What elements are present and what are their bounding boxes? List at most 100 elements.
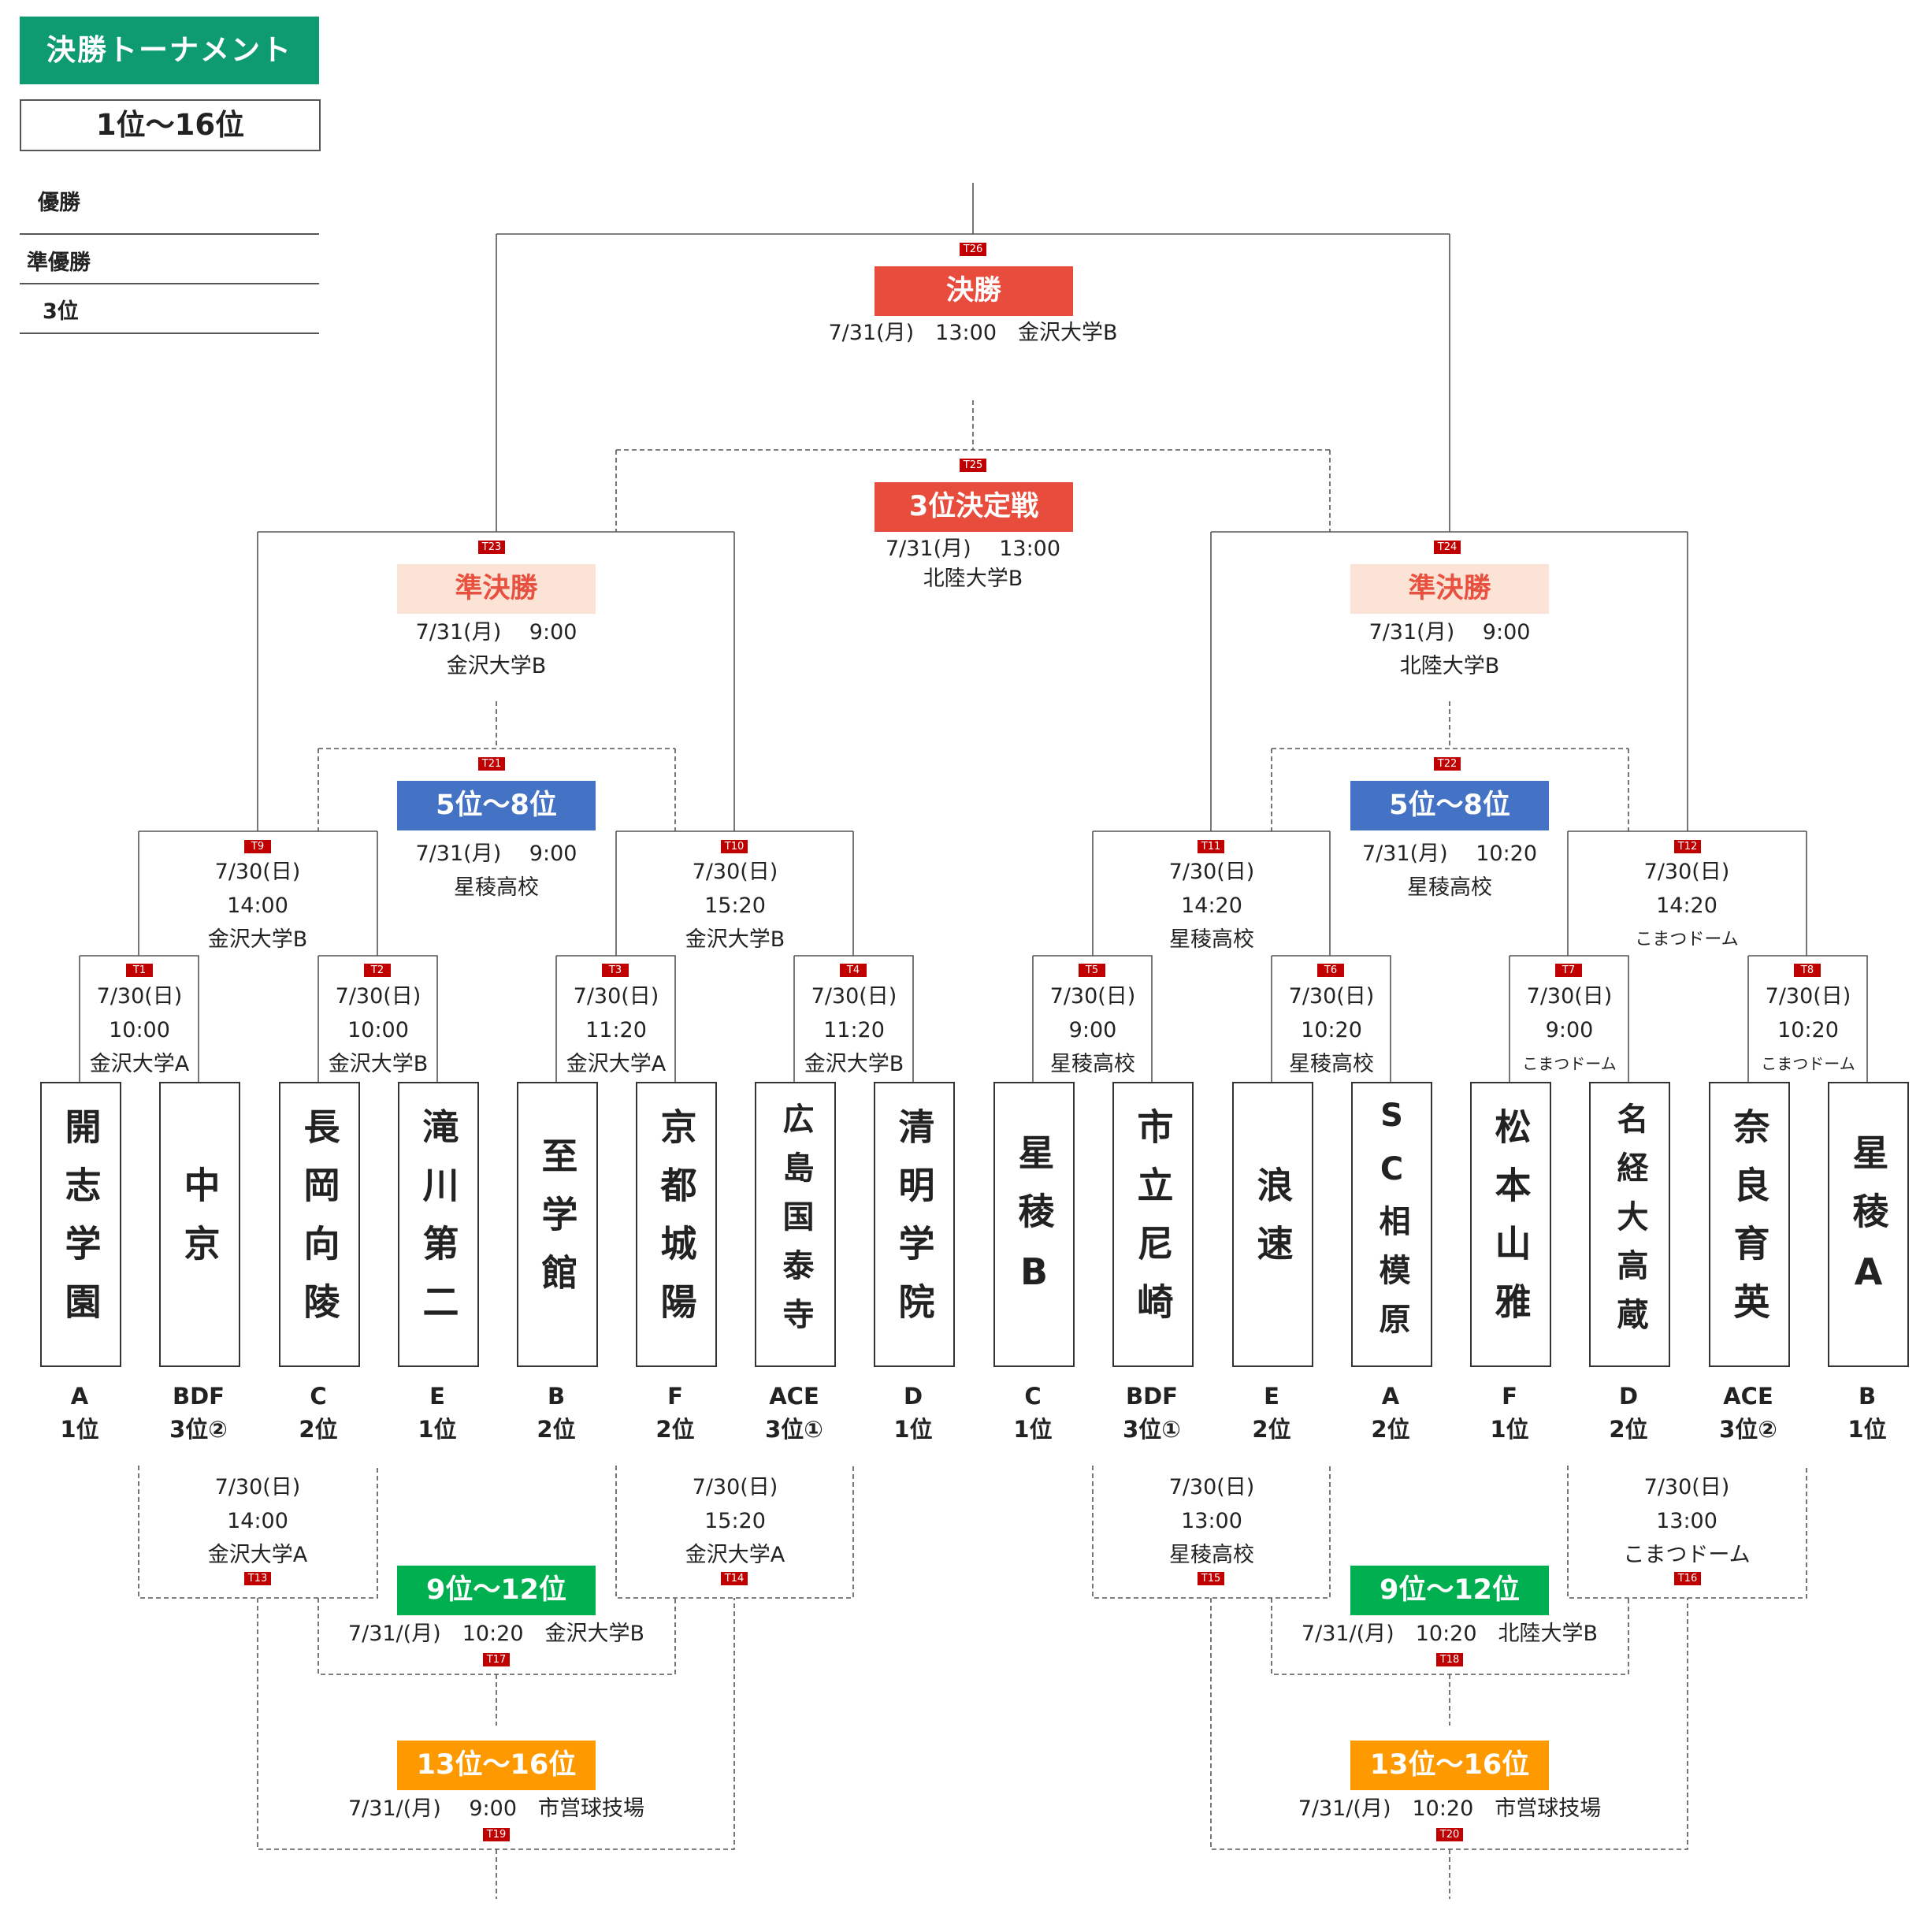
result-third-line [20, 333, 319, 334]
qf1-venue: 金沢大学B [207, 927, 308, 952]
match-tag-t10: T10 [721, 840, 748, 853]
team-box: 星稜B [993, 1082, 1075, 1367]
match-tag-t22: T22 [1434, 757, 1461, 771]
match-tag-t4: T4 [840, 964, 867, 977]
team-name: 広島国泰寺 [777, 1102, 814, 1347]
fifth-left-venue: 星稜高校 [454, 875, 539, 900]
team-box: 星稜A [1828, 1082, 1909, 1367]
qf4-venue: こまつドーム [1635, 930, 1739, 949]
team-seed-group: C [1024, 1383, 1042, 1410]
match-tag-t19: T19 [483, 1828, 510, 1841]
cons1-m1-date: 7/30(日) [214, 1475, 301, 1499]
r1-m6-time: 10:20 [1301, 1018, 1362, 1042]
match-tag-t5: T5 [1079, 964, 1105, 977]
team-name: 至学館 [536, 1137, 579, 1312]
r1-m7-time: 9:00 [1545, 1018, 1594, 1042]
team-name: 市立尼崎 [1131, 1108, 1175, 1341]
team-seed-rank: 1位 [1847, 1416, 1887, 1443]
r1-m1-time: 10:00 [109, 1018, 170, 1042]
qf4-time: 14:20 [1656, 894, 1717, 918]
team-seed-group: F [667, 1383, 683, 1410]
cons1-m4-date: 7/30(日) [1643, 1475, 1730, 1499]
ninth-right-info: 7/31/(月) 10:20 北陸大学B [1301, 1622, 1599, 1646]
r1-m3-venue: 金沢大学A [566, 1052, 667, 1076]
r1-m2-date: 7/30(日) [335, 984, 421, 1009]
match-tag-t17: T17 [483, 1653, 510, 1666]
cons1-m3-time: 13:00 [1181, 1509, 1242, 1533]
result-runnerup-label: 準優勝 [27, 251, 91, 275]
team-name: 滝川第二 [417, 1108, 460, 1341]
team-seed-rank: 2位 [655, 1416, 695, 1443]
cons1-m3-date: 7/30(日) [1168, 1475, 1255, 1499]
cons1-m2-venue: 金沢大学A [685, 1543, 785, 1567]
team-seed-rank: 3位① [765, 1416, 823, 1443]
r1-m5-time: 9:00 [1068, 1018, 1117, 1042]
team-seed-group: B [1858, 1383, 1877, 1410]
team-seed-rank: 1位 [1013, 1416, 1053, 1443]
fifth-right-venue: 星稜高校 [1407, 875, 1492, 900]
match-tag-t1: T1 [126, 964, 153, 977]
match-tag-t6: T6 [1317, 964, 1344, 977]
thirteenth-right-info: 7/31/(月) 10:20 市営球技場 [1298, 1796, 1602, 1821]
qf3-venue: 星稜高校 [1169, 927, 1254, 952]
semifinal-left-venue: 金沢大学B [446, 654, 547, 678]
ninth-left-banner: 9位〜12位 [397, 1566, 596, 1615]
team-name: 清明学院 [893, 1108, 936, 1341]
match-tag-t9: T9 [244, 840, 271, 853]
thirteenth-left-info: 7/31/(月) 9:00 市営球技場 [347, 1796, 644, 1821]
cons1-m1-venue: 金沢大学A [207, 1543, 308, 1567]
semifinal-left-banner: 準決勝 [397, 564, 596, 614]
match-tag-t3: T3 [602, 964, 629, 977]
match-tag-t21: T21 [478, 757, 505, 771]
match-tag-t23: T23 [478, 541, 505, 554]
team-seed-rank: 2位 [1371, 1416, 1410, 1443]
team-seed-rank: 1位 [893, 1416, 933, 1443]
r1-m4-date: 7/30(日) [811, 984, 897, 1009]
third-place-banner: 3位決定戦 [875, 482, 1073, 532]
team-box: 清明学院 [874, 1082, 955, 1367]
team-seed-group: B [547, 1383, 566, 1410]
match-tag-t18: T18 [1436, 1653, 1463, 1666]
team-box: 名経大高蔵 [1589, 1082, 1670, 1367]
cons1-m1-time: 14:00 [227, 1509, 288, 1533]
r1-m1-date: 7/30(日) [96, 984, 183, 1009]
fifth-right-banner: 5位〜8位 [1350, 781, 1549, 830]
team-name: 開志学園 [59, 1108, 102, 1341]
thirteenth-right-banner: 13位〜16位 [1350, 1741, 1549, 1790]
match-tag-t12: T12 [1674, 840, 1701, 853]
fifth-right-datetime: 7/31(月) 10:20 [1361, 842, 1538, 866]
team-seed-group: ACE [769, 1383, 819, 1410]
match-tag-t16: T16 [1674, 1572, 1701, 1585]
team-seed-rank: 3位① [1123, 1416, 1181, 1443]
team-name: SC相模原 [1373, 1098, 1410, 1351]
team-box: 京都城陽 [636, 1082, 717, 1367]
fifth-left-banner: 5位〜8位 [397, 781, 596, 830]
team-seed-group: E [429, 1383, 445, 1410]
team-name: 長岡向陵 [298, 1108, 341, 1341]
r1-m8-date: 7/30(日) [1765, 984, 1851, 1009]
team-name: 星稜A [1847, 1134, 1890, 1315]
team-seed-group: A [70, 1383, 89, 1410]
qf2-venue: 金沢大学B [685, 927, 785, 952]
r1-m7-date: 7/30(日) [1526, 984, 1613, 1009]
team-box: 至学館 [517, 1082, 598, 1367]
result-winner-label: 優勝 [38, 191, 80, 215]
team-seed-rank: 3位② [1719, 1416, 1777, 1443]
team-seed-rank: 2位 [537, 1416, 576, 1443]
r1-m3-date: 7/30(日) [573, 984, 659, 1009]
match-tag-t15: T15 [1198, 1572, 1224, 1585]
team-seed-group: A [1381, 1383, 1400, 1410]
match-tag-t24: T24 [1434, 541, 1461, 554]
semifinal-right-banner: 準決勝 [1350, 564, 1549, 614]
team-seed-rank: 2位 [299, 1416, 338, 1443]
team-box: 市立尼崎 [1112, 1082, 1194, 1367]
ninth-left-info: 7/31/(月) 10:20 金沢大学B [347, 1622, 645, 1646]
semifinal-right-venue: 北陸大学B [1399, 654, 1500, 678]
range-label: 1位〜16位 [20, 99, 321, 151]
team-seed-rank: 1位 [1490, 1416, 1529, 1443]
team-name: 中京 [178, 1166, 221, 1283]
team-name: 名経大高蔵 [1611, 1102, 1648, 1347]
result-winner-line [20, 233, 319, 235]
cons1-m2-date: 7/30(日) [692, 1475, 778, 1499]
r1-m5-date: 7/30(日) [1049, 984, 1136, 1009]
